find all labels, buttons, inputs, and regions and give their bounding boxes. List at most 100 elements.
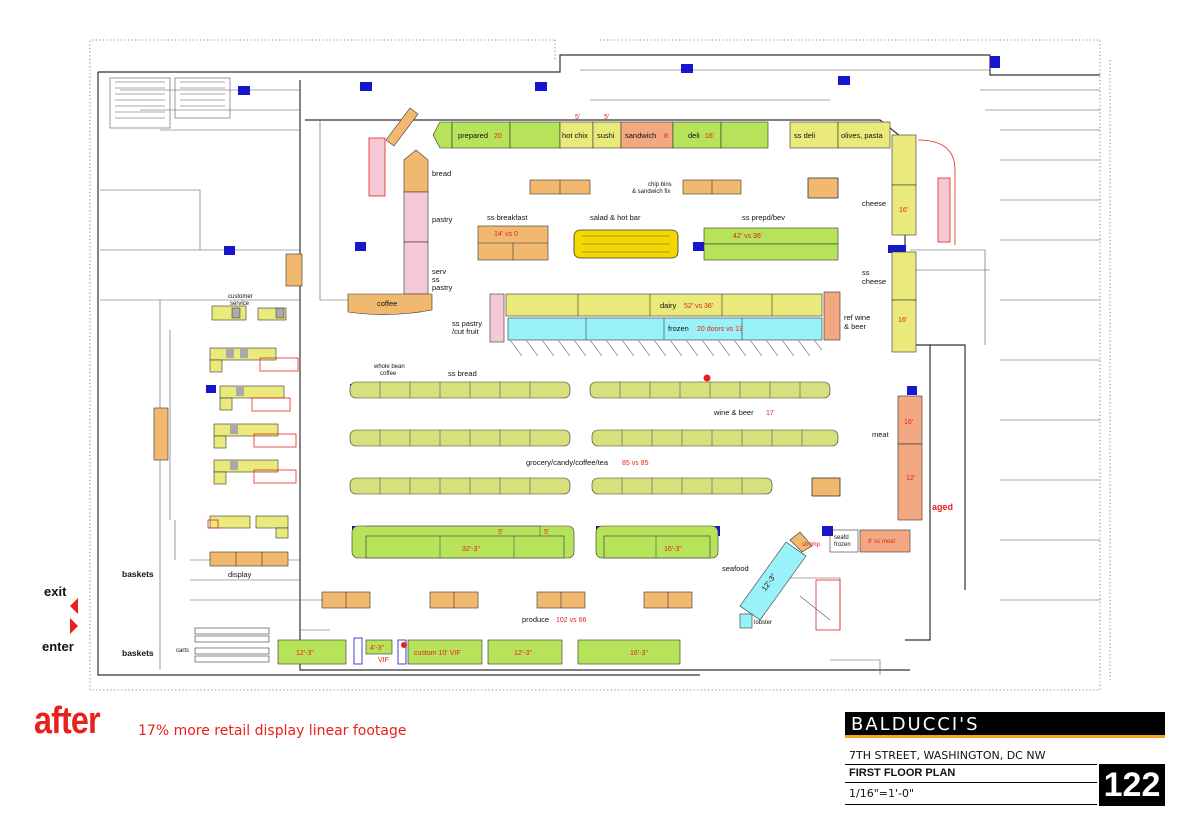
title-block: BALDUCCI'S 7TH STREET, WASHINGTON, DC NW… [845,712,1165,808]
label-service: service [230,301,250,307]
ss-prepd-bev-fixture: ss prepd/bev 42' vs 36' [703,213,839,261]
address: 7TH STREET, WASHINGTON, DC NW [849,749,1046,762]
label-salad-hot-bar: salad & hot bar [590,213,641,222]
label-len-16: 16'-3" [664,546,682,553]
enter-arrow-icon [70,618,78,634]
label-vif: VIF [378,657,389,664]
exit-arrow-icon [70,598,78,614]
label-cheese: cheese [862,199,886,208]
sheet-number: 122 [1099,764,1165,806]
prepared-foods-counter: prepared 20 hot chix 5' sushi 5' sandwic… [432,114,891,149]
label-sushi: sushi [597,131,615,140]
label-five-d: 5' [544,529,549,536]
label-len-32: 32'-3" [462,546,480,553]
label-ss-cheese-1: ss [862,268,870,277]
dairy-frozen: dairy 52' vs 36' frozen 20 doors vs 13 s… [452,291,870,357]
cheese-cases: cheese 16' ss cheese 16' [862,134,956,353]
label-sandwich: sandwich [625,131,656,140]
label-display: display [228,570,252,579]
label-ss-cheese-n: 16' [898,317,907,324]
label-dairy: dairy [660,301,677,310]
label-deli: deli [688,131,700,140]
after-note: 17% more retail display linear footage [138,723,407,739]
label-ref-wine-2: & beer [844,322,867,331]
label-olives-pasta: olives, pasta [841,131,884,140]
label-produce: produce [522,615,549,624]
label-coffee: coffee [377,299,397,308]
label-b-4: 4'-3" [370,645,384,652]
label-prepared-n: 20 [494,133,502,140]
front-wall-fixtures: 12'-3" 4'-3" VIF custom 10' VIF 12'-3" 1… [277,637,681,665]
label-baskets-1: baskets [122,569,154,579]
label-grocery: grocery/candy/coffee/tea [526,458,609,467]
label-customer: customer [228,294,253,300]
vestibule: display baskets baskets carts exit enter [42,551,289,663]
salad-hot-bar: salad & hot bar [573,213,679,259]
label-whole-bean-1: whole bean [373,364,405,370]
label-frozen: frozen [668,324,689,333]
ss-breakfast-fixture: ss breakfast 14' vs 0 [477,213,549,261]
label-ss-bread: ss bread [448,369,477,378]
label-grocery-n: 85 vs 85 [622,460,649,467]
label-five-a: 5' [575,114,580,121]
label-exit: exit [44,584,67,599]
label-meat: meat [872,430,890,439]
site-boundary [89,39,1111,691]
label-enter: enter [42,639,74,654]
label-ss-pastry-cut-1: ss pastry [452,319,482,328]
label-b-12-a: 12'-3" [296,650,314,657]
label-whole-bean-2: coffee [380,371,397,377]
label-ss-breakfast-n: 14' vs 0 [494,231,518,238]
label-dairy-n: 52' vs 36' [684,303,713,310]
label-sandwich-fix: & sandwich fix [632,189,670,195]
label-seafd-frozen-2: frozen [834,542,851,548]
label-pastry: pastry [432,215,453,224]
stairs-left [109,77,231,129]
label-prepared: prepared [458,131,488,140]
checkout-lanes [153,347,299,539]
after-label: after [34,700,101,742]
label-deli-n: 16' [705,133,714,140]
label-ss-pastry-cut-2: /cut fruit [452,327,480,336]
label-wine-beer-n: 17 [766,410,774,417]
label-aged: aged [932,502,953,512]
produce-tables: 5' 5' 32'-3" 16'-3" produce 102 vs 66 [321,525,719,624]
label-hot-chix: hot chix [562,131,588,140]
label-bread: bread [432,169,451,178]
scale-note: 1/16"=1'-0" [849,787,915,800]
title-block-rule [845,764,1097,765]
brand-title: BALDUCCI'S [845,712,1165,738]
grocery-gondolas: whole bean coffee ss bread wine & beer 1… [349,364,841,497]
label-meat-n2: 12' [906,475,915,482]
label-serv: serv [432,267,446,276]
label-seafd-frozen-1: seafd [834,535,849,541]
label-wine-beer: wine & beer [713,408,754,417]
label-ss-breakfast: ss breakfast [487,213,528,222]
label-lobster: lobster [754,620,772,626]
label-ss-pastry-top: pastry [432,283,453,292]
label-ss-cheese-2: cheese [862,277,886,286]
label-baskets-2: baskets [122,648,154,658]
label-produce-n: 102 vs 66 [556,617,586,624]
label-ss: ss [432,275,440,284]
label-five-c: 5' [498,529,503,536]
label-cheese-n: 16' [899,207,908,214]
bread-pastry-case: bread pastry serv ss pastry coffee [285,107,453,315]
label-ss-deli: ss deli [794,131,816,140]
label-b-12-b: 12'-3" [514,650,532,657]
label-frozen-n: 20 doors vs 13 [697,326,743,333]
label-sandwich-n: 8 [664,133,668,140]
label-ss-prepd-bev: ss prepd/bev [742,213,785,222]
title-block-rule [845,804,1097,805]
label-chip-bins: chip bins [648,182,672,188]
label-custom: custom 10' VIF [414,650,460,657]
label-shrimp: shrimp [802,542,821,548]
label-carts: carts [176,648,189,654]
label-b-16: 16'-3" [630,650,648,657]
label-five-b: 5' [604,114,609,121]
label-ss-prepd-bev-n: 42' vs 36' [733,233,762,240]
floor-plan: prepared 20 hot chix 5' sushi 5' sandwic… [42,39,1111,691]
title-block-rule [845,782,1097,783]
building-walls [97,54,1100,676]
floor-title: FIRST FLOOR PLAN [849,767,956,779]
